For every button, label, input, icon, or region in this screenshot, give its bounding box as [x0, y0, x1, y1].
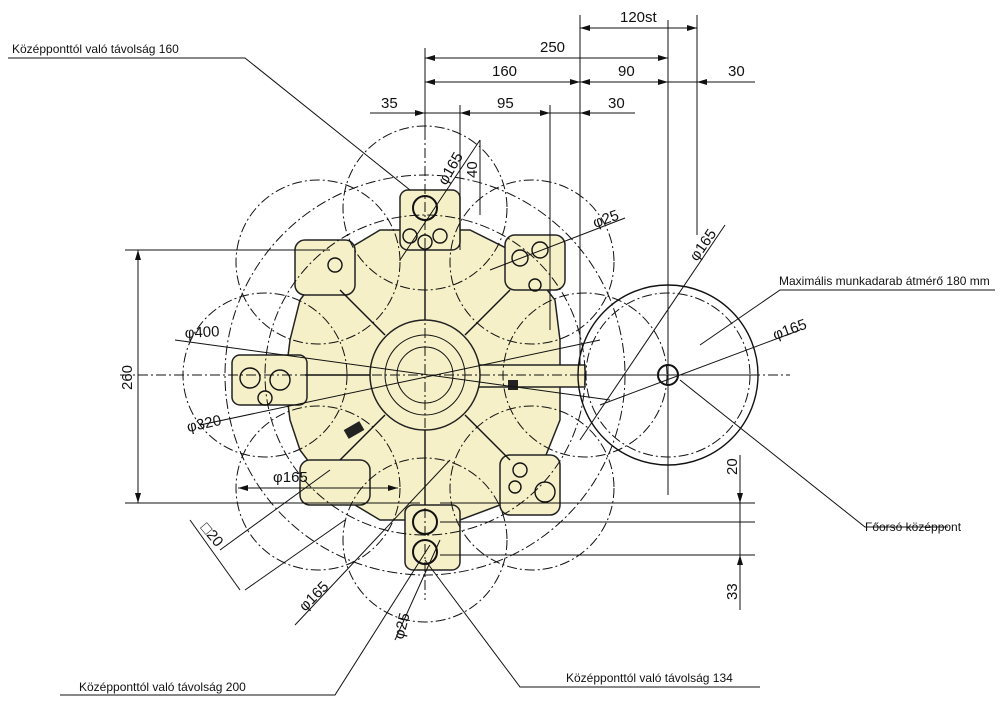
- callout-labels: Középponttól való távolság 160 Maximális…: [12, 42, 990, 694]
- dim-260: 260: [119, 365, 136, 390]
- dim-20: 20: [724, 458, 741, 475]
- dim-phi25-right: φ25: [591, 207, 622, 232]
- callout-center-distance-200: Középponttól való távolság 200: [79, 680, 246, 694]
- dim-250: 250: [540, 39, 565, 56]
- dim-phi165-bottom: φ165: [296, 578, 333, 615]
- dim-phi25-bottom: φ25: [390, 611, 413, 641]
- spindle: [577, 20, 760, 495]
- callout-spindle-center: Főorsó középpont: [865, 520, 962, 534]
- dim-160: 160: [492, 63, 517, 80]
- dim-phi165-top: φ165: [435, 149, 467, 188]
- dim-33: 33: [724, 583, 741, 600]
- dim-95: 95: [497, 95, 514, 112]
- dim-40: 40: [464, 161, 481, 178]
- callout-leaders: [8, 57, 995, 696]
- diameter-leaders: [174, 139, 801, 641]
- side-dimensions: [125, 249, 755, 610]
- dim-sq20: □20: [197, 520, 227, 551]
- dim-phi165-left: φ165: [273, 469, 308, 486]
- dim-120st: 120st: [620, 9, 658, 26]
- top-dimensions: [370, 15, 755, 365]
- callout-center-distance-160: Középponttól való távolság 160: [12, 42, 179, 56]
- dim-30-top: 30: [728, 63, 745, 80]
- dim-90: 90: [618, 63, 635, 80]
- dim-phi400: φ400: [184, 323, 220, 342]
- dim-35: 35: [381, 95, 398, 112]
- callout-max-workpiece: Maximális munkadarab átmérő 180 mm: [779, 274, 990, 288]
- callout-center-distance-134: Középponttól való távolság 134: [566, 671, 733, 685]
- dim-30-mid: 30: [608, 95, 625, 112]
- dim-phi320: φ320: [185, 412, 223, 436]
- dim-phi165-spindle: φ165: [771, 316, 809, 344]
- dim-phi165-right: φ165: [686, 226, 720, 264]
